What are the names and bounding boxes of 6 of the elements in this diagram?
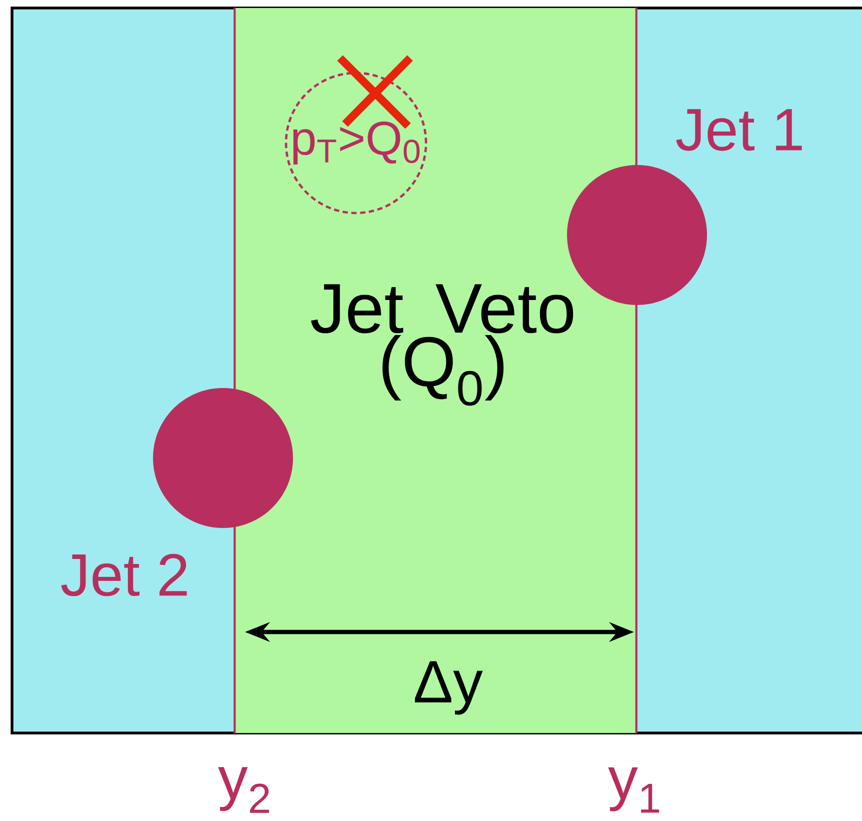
jet-label: Jet 2 — [61, 554, 187, 596]
band-label: Jet Veto (Q$_{0}$) — [311, 284, 574, 406]
axis-label: y$_{2}$ — [218, 767, 270, 813]
axis-label: y$_{1}$ — [608, 767, 660, 813]
dimension-label: Δy — [414, 661, 483, 715]
jet-label: Jet 1 — [676, 109, 802, 151]
